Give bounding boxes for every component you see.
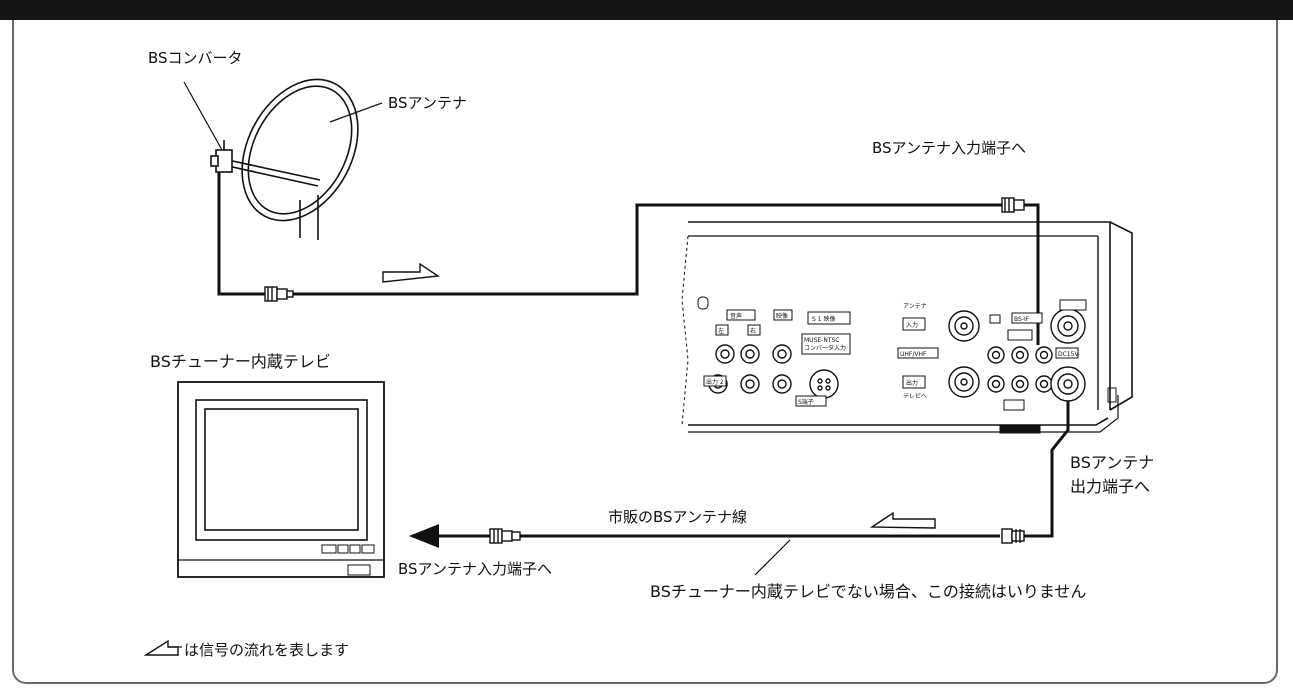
tv-set: [177, 381, 385, 578]
panel-uhf-vhf-label: UHF/VHF: [900, 351, 927, 358]
cable-converter-to-recorder: [217, 172, 1040, 345]
leader-antenna: [329, 102, 383, 123]
bs-antenna-output-label-2: 出力端子へ: [1070, 477, 1150, 496]
panel-to-tv-label: テレビへ: [903, 392, 927, 400]
panel-bs-if-label: BS-IF: [1014, 316, 1030, 323]
panel-converter-input-label: コンバータ入力: [804, 344, 846, 352]
leader-note: [754, 539, 791, 576]
bs-antenna-input-label-bottom: BSアンテナ入力端子へ: [398, 560, 552, 578]
panel-left-label: 左: [718, 327, 724, 335]
bs-antenna-input-label-top: BSアンテナ入力端子へ: [872, 139, 1026, 157]
panel-s-terminal-label: S端子: [798, 398, 814, 406]
legend-arrow-icon: [143, 639, 179, 656]
signal-flow-arrow-left: [869, 511, 936, 529]
panel-audio-label: 音声: [730, 312, 742, 320]
connector-plug-3: [1001, 528, 1025, 544]
panel-label-texts: 音声 左 右 映像 S 1 映像 MUSE-NTSC コンバータ入力 出力 2 …: [706, 303, 1079, 406]
panel-dc-out-label: DC15V: [1058, 351, 1079, 358]
signal-flow-arrow-right: [382, 262, 440, 283]
panel-output-label: 出力: [906, 379, 918, 387]
panel-muse-ntsc-label: MUSE-NTSC: [804, 337, 839, 344]
bs-antenna-output-label-1: BSアンテナ: [1070, 453, 1154, 472]
panel-right-label: 右: [750, 327, 756, 335]
recorder-rear-panel: [681, 221, 1133, 434]
bs-antenna-label: BSアンテナ: [388, 94, 467, 112]
legend-text: は信号の流れを表します: [184, 641, 349, 659]
panel-jacks: [708, 308, 1086, 402]
panel-label-boxes: [703, 299, 1087, 411]
bs-antenna-dish: [210, 78, 359, 240]
tv-title-label: BSチューナー内蔵テレビ: [150, 352, 331, 371]
connector-plug-2: [1001, 197, 1025, 213]
header-bar: [0, 0, 1293, 20]
panel-video-label: 映像: [776, 312, 788, 320]
cable-recorder-to-tv: [409, 401, 1070, 548]
connector-plug-1: [264, 286, 294, 302]
panel-antenna-label: アンテナ: [903, 303, 927, 310]
diagram-frame: [12, 20, 1278, 684]
panel-s1-video-label: S 1 映像: [812, 315, 835, 323]
connector-plug-4: [489, 528, 521, 544]
bs-converter-label: BSコンバータ: [148, 49, 243, 67]
leader-converter: [183, 81, 223, 151]
note-no-connection: BSチューナー内蔵テレビでない場合、この接続はいりません: [650, 582, 1086, 601]
cable-name-label: 市販のBSアンテナ線: [608, 508, 747, 526]
panel-input-label: 入力: [906, 321, 918, 329]
panel-output2-label: 出力 2: [706, 378, 724, 386]
